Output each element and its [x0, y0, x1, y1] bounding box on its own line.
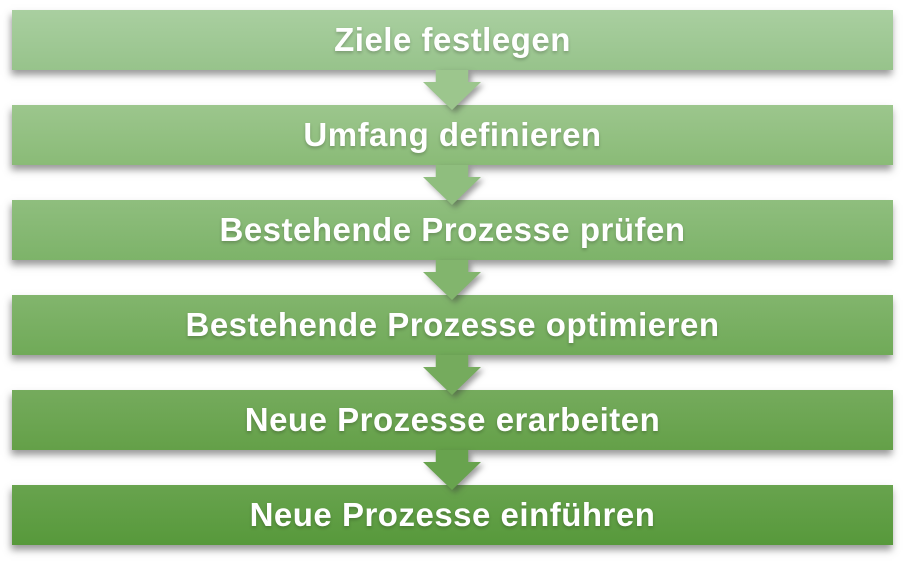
arrow-down-icon: [423, 165, 481, 205]
flow-step-label: Bestehende Prozesse prüfen: [219, 211, 686, 248]
flow-step-label: Neue Prozesse erarbeiten: [244, 401, 661, 438]
flow-step-bestehende-prozesse-optimieren: Bestehende Prozesse optimieren: [12, 295, 893, 355]
flow-step-umfang-definieren: Umfang definieren: [12, 105, 893, 165]
arrow-down-icon: [423, 260, 481, 300]
arrow-down-icon: [423, 70, 481, 110]
arrow-down-shape: [423, 450, 481, 490]
arrow-down-shape: [423, 70, 481, 110]
flow-step-neue-prozesse-einfuehren: Neue Prozesse einführen: [12, 485, 893, 545]
arrow-down-shape: [423, 165, 481, 205]
flow-step-label: Neue Prozesse einführen: [249, 496, 656, 533]
arrow-down-shape: [423, 355, 481, 395]
flow-step-label: Ziele festlegen: [334, 21, 571, 58]
flow-step-neue-prozesse-erarbeiten: Neue Prozesse erarbeiten: [12, 390, 893, 450]
flow-step-label: Bestehende Prozesse optimieren: [185, 306, 720, 343]
arrow-down-icon: [423, 450, 481, 490]
arrow-down-shape: [423, 260, 481, 300]
flow-step-bestehende-prozesse-pruefen: Bestehende Prozesse prüfen: [12, 200, 893, 260]
flow-step-label: Umfang definieren: [303, 116, 602, 153]
flow-step-ziele-festlegen: Ziele festlegen: [12, 10, 893, 70]
arrow-down-icon: [423, 355, 481, 395]
